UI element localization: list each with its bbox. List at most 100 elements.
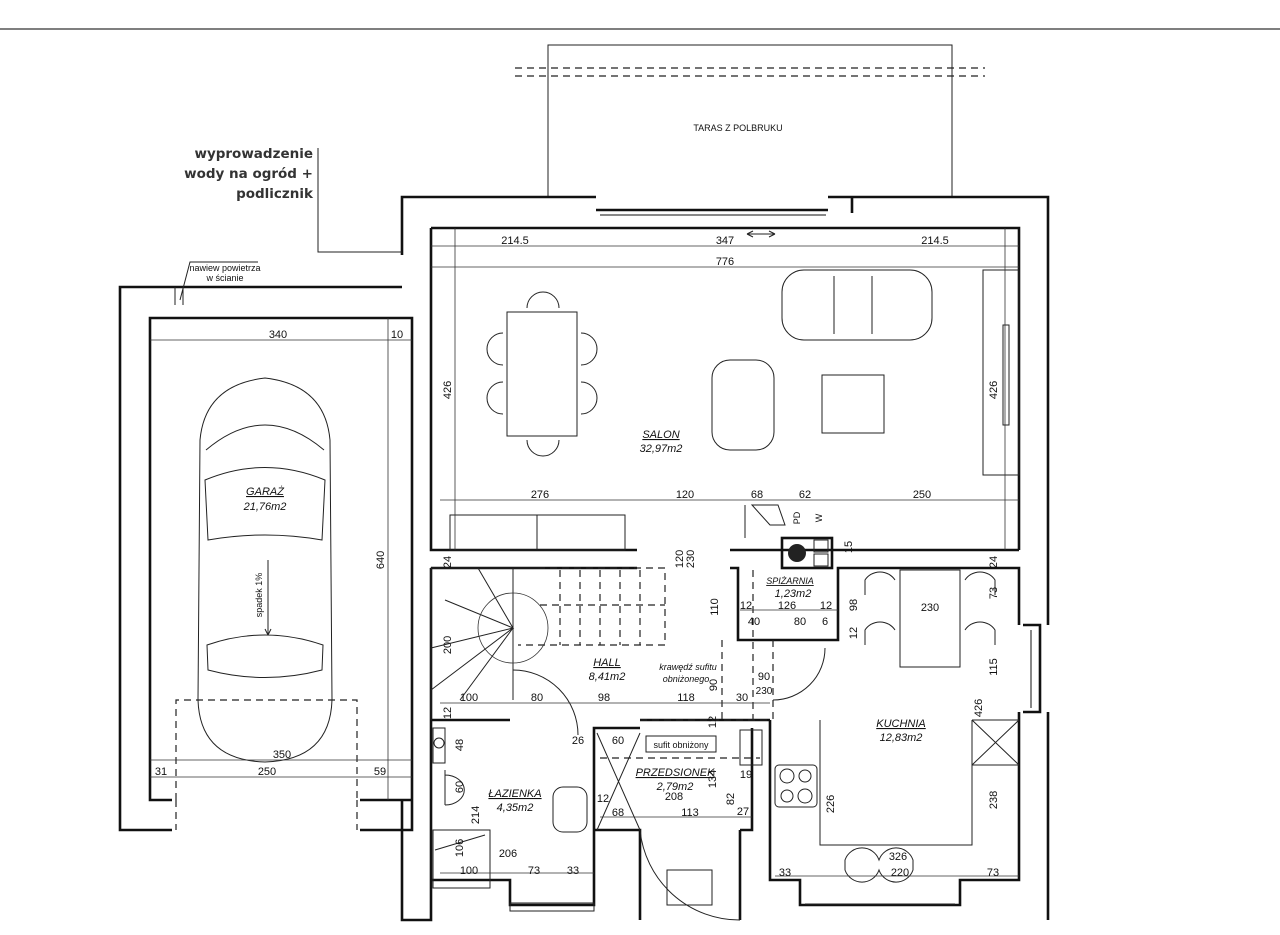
- garage-name: GARAŻ: [246, 486, 285, 498]
- dim: 90: [708, 679, 720, 691]
- dim: 426: [973, 699, 985, 717]
- garage-door-outline: [175, 699, 358, 830]
- dim: 98: [598, 692, 610, 704]
- dim: 80: [794, 616, 806, 628]
- staircase: [430, 567, 666, 736]
- dim: 80: [531, 692, 543, 704]
- dim: 12: [707, 716, 719, 728]
- chimney: [744, 504, 834, 570]
- vestibule-details: [596, 719, 770, 921]
- salon-furniture: [449, 230, 1020, 551]
- bathroom-area: 4,35m2: [497, 802, 534, 814]
- dim: 60: [454, 781, 466, 793]
- dim: 250: [913, 489, 931, 501]
- dim: 347: [716, 235, 734, 247]
- dim: 214: [470, 806, 482, 824]
- dim: 276: [531, 489, 549, 501]
- dim: 220: [891, 867, 909, 879]
- dim: 118: [677, 692, 695, 704]
- dim: 12: [740, 600, 752, 612]
- dim: 238: [988, 791, 1000, 809]
- bathroom-name: ŁAZIENKA: [488, 788, 541, 800]
- dim: 350: [273, 749, 291, 761]
- dim: 230: [685, 550, 697, 568]
- dim: 98: [848, 599, 860, 611]
- dim: 134: [707, 770, 719, 788]
- dimensions: 214.5 347 214.5 776 426 426 276 120 68 6…: [155, 235, 1000, 879]
- dim: 120: [674, 550, 686, 568]
- dim: 73: [988, 587, 1000, 599]
- dim: 26: [572, 735, 584, 747]
- dim: 60: [612, 735, 624, 747]
- ceiling-edge-line-1: krawędź sufitu: [659, 662, 717, 672]
- note-line-1: wyprowadzenie: [194, 146, 313, 162]
- dim: 776: [716, 256, 734, 268]
- dim: 426: [442, 381, 454, 399]
- kitchen-name: KUCHNIA: [876, 718, 926, 730]
- salon-name: SALON: [642, 429, 679, 441]
- garage-area: 21,76m2: [243, 501, 287, 513]
- dim: 230: [756, 686, 773, 697]
- air-inlet-line-1: nawiew powietrza: [189, 263, 260, 273]
- pantry-name: SPIŻARNIA: [766, 576, 814, 586]
- salon-area: 32,97m2: [640, 443, 683, 455]
- dim: 208: [665, 791, 683, 803]
- dim: 100: [460, 865, 478, 877]
- dim: 214.5: [501, 235, 529, 247]
- dim: 33: [567, 865, 579, 877]
- dim: 27: [737, 806, 749, 818]
- dim: 12: [442, 707, 454, 719]
- terrace-label: TARAS Z POLBRUKU: [693, 123, 782, 133]
- terrace: TARAS Z POLBRUKU: [515, 44, 985, 197]
- dim: 110: [709, 598, 721, 616]
- bathroom-furniture: [432, 727, 595, 912]
- pantry-dash: [721, 570, 774, 720]
- hall-name: HALL: [593, 657, 621, 669]
- dim: 40: [748, 616, 760, 628]
- dim: 73: [987, 867, 999, 879]
- dim: 62: [799, 489, 811, 501]
- dim: 33: [779, 867, 791, 879]
- leader-line: [317, 148, 402, 253]
- dim: 12: [597, 793, 609, 805]
- slope-label: spadek 1%: [254, 573, 264, 618]
- dim: 90: [758, 671, 770, 683]
- door-swing: [772, 647, 826, 701]
- dim: 120: [676, 489, 694, 501]
- dim: 326: [889, 851, 907, 863]
- dim: 6: [822, 616, 828, 628]
- dim: 426: [988, 381, 1000, 399]
- pd-label: PD: [792, 511, 802, 524]
- dim: 214.5: [921, 235, 949, 247]
- dim: 100: [460, 692, 478, 704]
- dim: 68: [612, 807, 624, 819]
- dim: 82: [725, 793, 737, 805]
- dim: 30: [736, 692, 748, 704]
- dim: 19: [740, 769, 752, 781]
- dim: 12: [820, 600, 832, 612]
- dim: 24: [988, 556, 1000, 568]
- air-inlet-line-2: w ścianie: [205, 273, 243, 283]
- dim: 15: [843, 541, 855, 553]
- kitchen-furniture: [774, 569, 1020, 905]
- dim: 10: [391, 329, 403, 341]
- dim: 68: [751, 489, 763, 501]
- note-line-2: wody na ogród +: [184, 166, 313, 182]
- walls: [118, 195, 1050, 922]
- car-icon: [197, 377, 333, 763]
- slope-arrow-icon: [264, 560, 272, 636]
- vestibule-area: 2,79m2: [656, 781, 694, 793]
- ceiling-edge-line-2: obniżonego: [663, 674, 710, 684]
- dim: 250: [258, 766, 276, 778]
- dim: 113: [681, 807, 699, 819]
- pantry-area: 1,23m2: [775, 588, 812, 600]
- dim: 640: [375, 551, 387, 569]
- dim: 31: [155, 766, 167, 778]
- dim: 73: [528, 865, 540, 877]
- dim: 115: [988, 658, 1000, 676]
- dim: 24: [442, 556, 454, 568]
- kitchen-area: 12,83m2: [880, 732, 923, 744]
- w-label: W: [814, 513, 824, 522]
- dim: 48: [454, 739, 466, 751]
